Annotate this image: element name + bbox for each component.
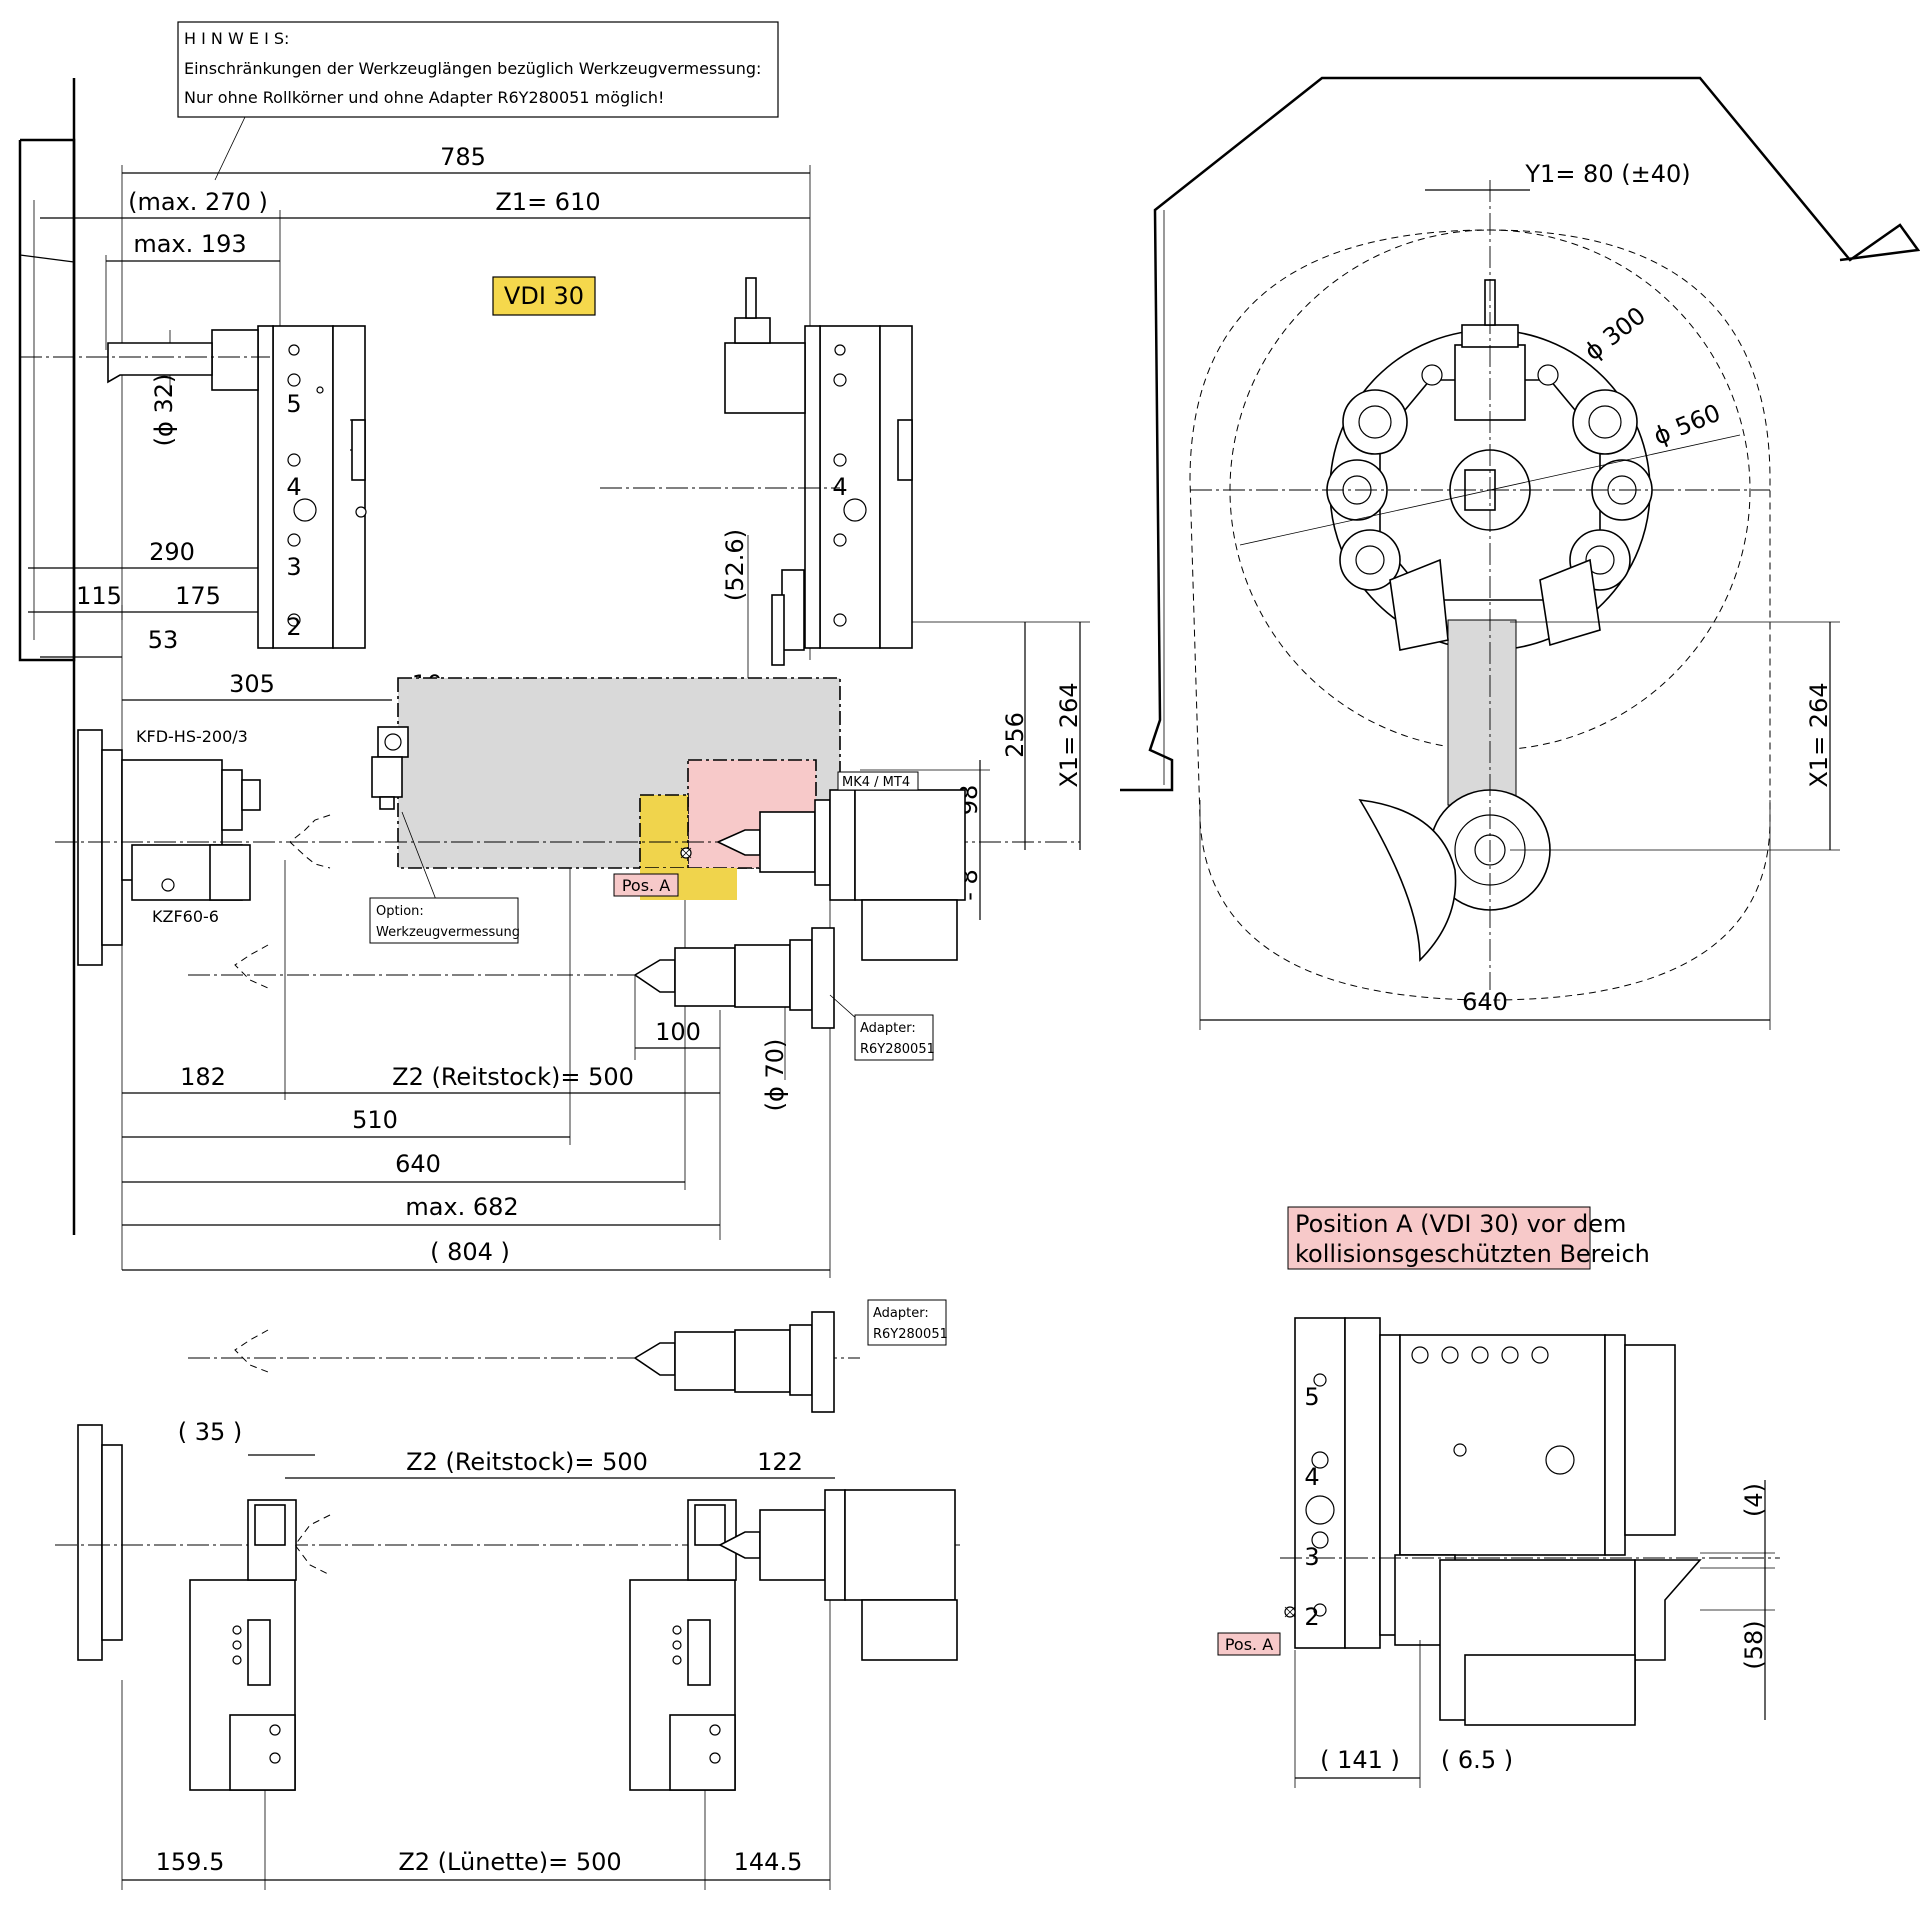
bottom-view: Adapter: R6Y280051 (55, 1299, 960, 1890)
dim-d70: (ϕ 70) (761, 1039, 789, 1112)
turret-left-n3: 3 (286, 553, 301, 581)
label-cylinder: KZF60-6 (152, 907, 219, 926)
position-a-line1: Position A (VDI 30) vor dem (1295, 1210, 1626, 1238)
dim-175: 175 (175, 582, 221, 610)
vdi-label: VDI 30 (504, 282, 584, 310)
dim-6-5: ( 6.5 ) (1441, 1746, 1513, 1774)
dim-4: (4) (1740, 1483, 1768, 1517)
dim-804: ( 804 ) (430, 1238, 510, 1266)
dim-z2-tail: Z2 (Reitstock)= 500 (392, 1063, 634, 1091)
dim-53: 53 (148, 626, 179, 654)
pos-a-label-detail: Pos. A (1225, 1635, 1273, 1654)
label-mk: MK4 / MT4 (842, 775, 910, 790)
chuck-assembly: KFD-HS-200/3 KZF60-6 (55, 727, 1080, 966)
hinweis-title: H I N W E I S: (184, 29, 289, 48)
tailstock-adapter-mid: Adapter: R6Y280051 (188, 927, 935, 1061)
tool-measurement: Option: Werkzeugvermessung (369, 726, 520, 944)
dim-max270: (max. 270 ) (128, 188, 268, 216)
dim-640-side: 640 (1462, 988, 1508, 1016)
dim-d560: ϕ 560 (1650, 399, 1725, 451)
label-chuck: KFD-HS-200/3 (136, 727, 248, 746)
turret-left: 5 4 3 2 (20, 325, 367, 649)
dim-x1: X1= 264 (1055, 682, 1083, 787)
dim-100: 100 (655, 1018, 701, 1046)
tailstock-top: MK4 / MT4 (716, 771, 966, 961)
dim-305: 305 (229, 670, 275, 698)
dim-z2-lunette: Z2 (Lünette)= 500 (398, 1848, 621, 1876)
label-option2: Werkzeugvermessung (376, 925, 520, 940)
dim-58: (58) (1740, 1620, 1768, 1669)
label-adapter1-b: Adapter: (873, 1306, 929, 1321)
hinweis-line1: Einschränkungen der Werkzeuglängen bezüg… (184, 59, 761, 78)
dim-z1: Z1= 610 (495, 188, 600, 216)
dim-52-6: (52.6) (721, 529, 749, 601)
pos-a-badge-top: Pos. A (613, 873, 679, 897)
vdi-badge: VDI 30 (492, 276, 596, 316)
side-view: Y1= 80 (±40) ϕ 300 ϕ 560 X1= 264 640 (1120, 76, 1920, 1030)
turret-left-n5: 5 (286, 390, 301, 418)
dim-159-5: 159.5 (156, 1848, 225, 1876)
dim-max193: max. 193 (133, 230, 246, 258)
dim-d32: (ϕ 32) (150, 374, 178, 447)
dim-x1-side: X1= 264 (1805, 682, 1833, 787)
dim-35: ( 35 ) (178, 1418, 243, 1446)
detail-view: Position A (VDI 30) vor dem kollisionsge… (1217, 1206, 1780, 1788)
dim-640: 640 (395, 1150, 441, 1178)
detail-n3: 3 (1304, 1543, 1319, 1571)
hinweis-note: H I N W E I S: Einschränkungen der Werkz… (177, 21, 779, 181)
detail-n5: 5 (1304, 1383, 1319, 1411)
detail-n2: 2 (1304, 1603, 1319, 1631)
pos-a-label-top: Pos. A (622, 876, 670, 895)
turret-right: 4 (600, 277, 913, 666)
turret-left-n2: 2 (286, 613, 301, 641)
detail-n4: 4 (1304, 1463, 1319, 1491)
hinweis-line2: Nur ohne Rollkörner und ohne Adapter R6Y… (184, 88, 664, 107)
position-a-line2: kollisionsgeschützten Bereich (1295, 1240, 1650, 1268)
dim-785: 785 (440, 143, 486, 171)
dim-115: 115 (76, 582, 122, 610)
label-adapter1-a: Adapter: (860, 1021, 916, 1036)
dim-256: 256 (1001, 712, 1029, 758)
label-adapter2-b: R6Y280051 (873, 1327, 948, 1342)
dim-d300: ϕ 300 (1579, 301, 1651, 366)
dim-z2-tail-bottom: Z2 (Reitstock)= 500 (406, 1448, 648, 1476)
dim-182: 182 (180, 1063, 226, 1091)
turret-left-n4: 4 (286, 473, 301, 501)
dim-141: ( 141 ) (1320, 1746, 1400, 1774)
dim-y1: Y1= 80 (±40) (1524, 160, 1690, 188)
turret-right-n4: 4 (832, 473, 847, 501)
dim-144-5: 144.5 (734, 1848, 803, 1876)
dim-290: 290 (149, 538, 195, 566)
dim-122: 122 (757, 1448, 803, 1476)
dim-max682: max. 682 (405, 1193, 518, 1221)
label-option1: Option: (376, 904, 424, 919)
label-adapter2-a: R6Y280051 (860, 1042, 935, 1057)
dim-510: 510 (352, 1106, 398, 1134)
